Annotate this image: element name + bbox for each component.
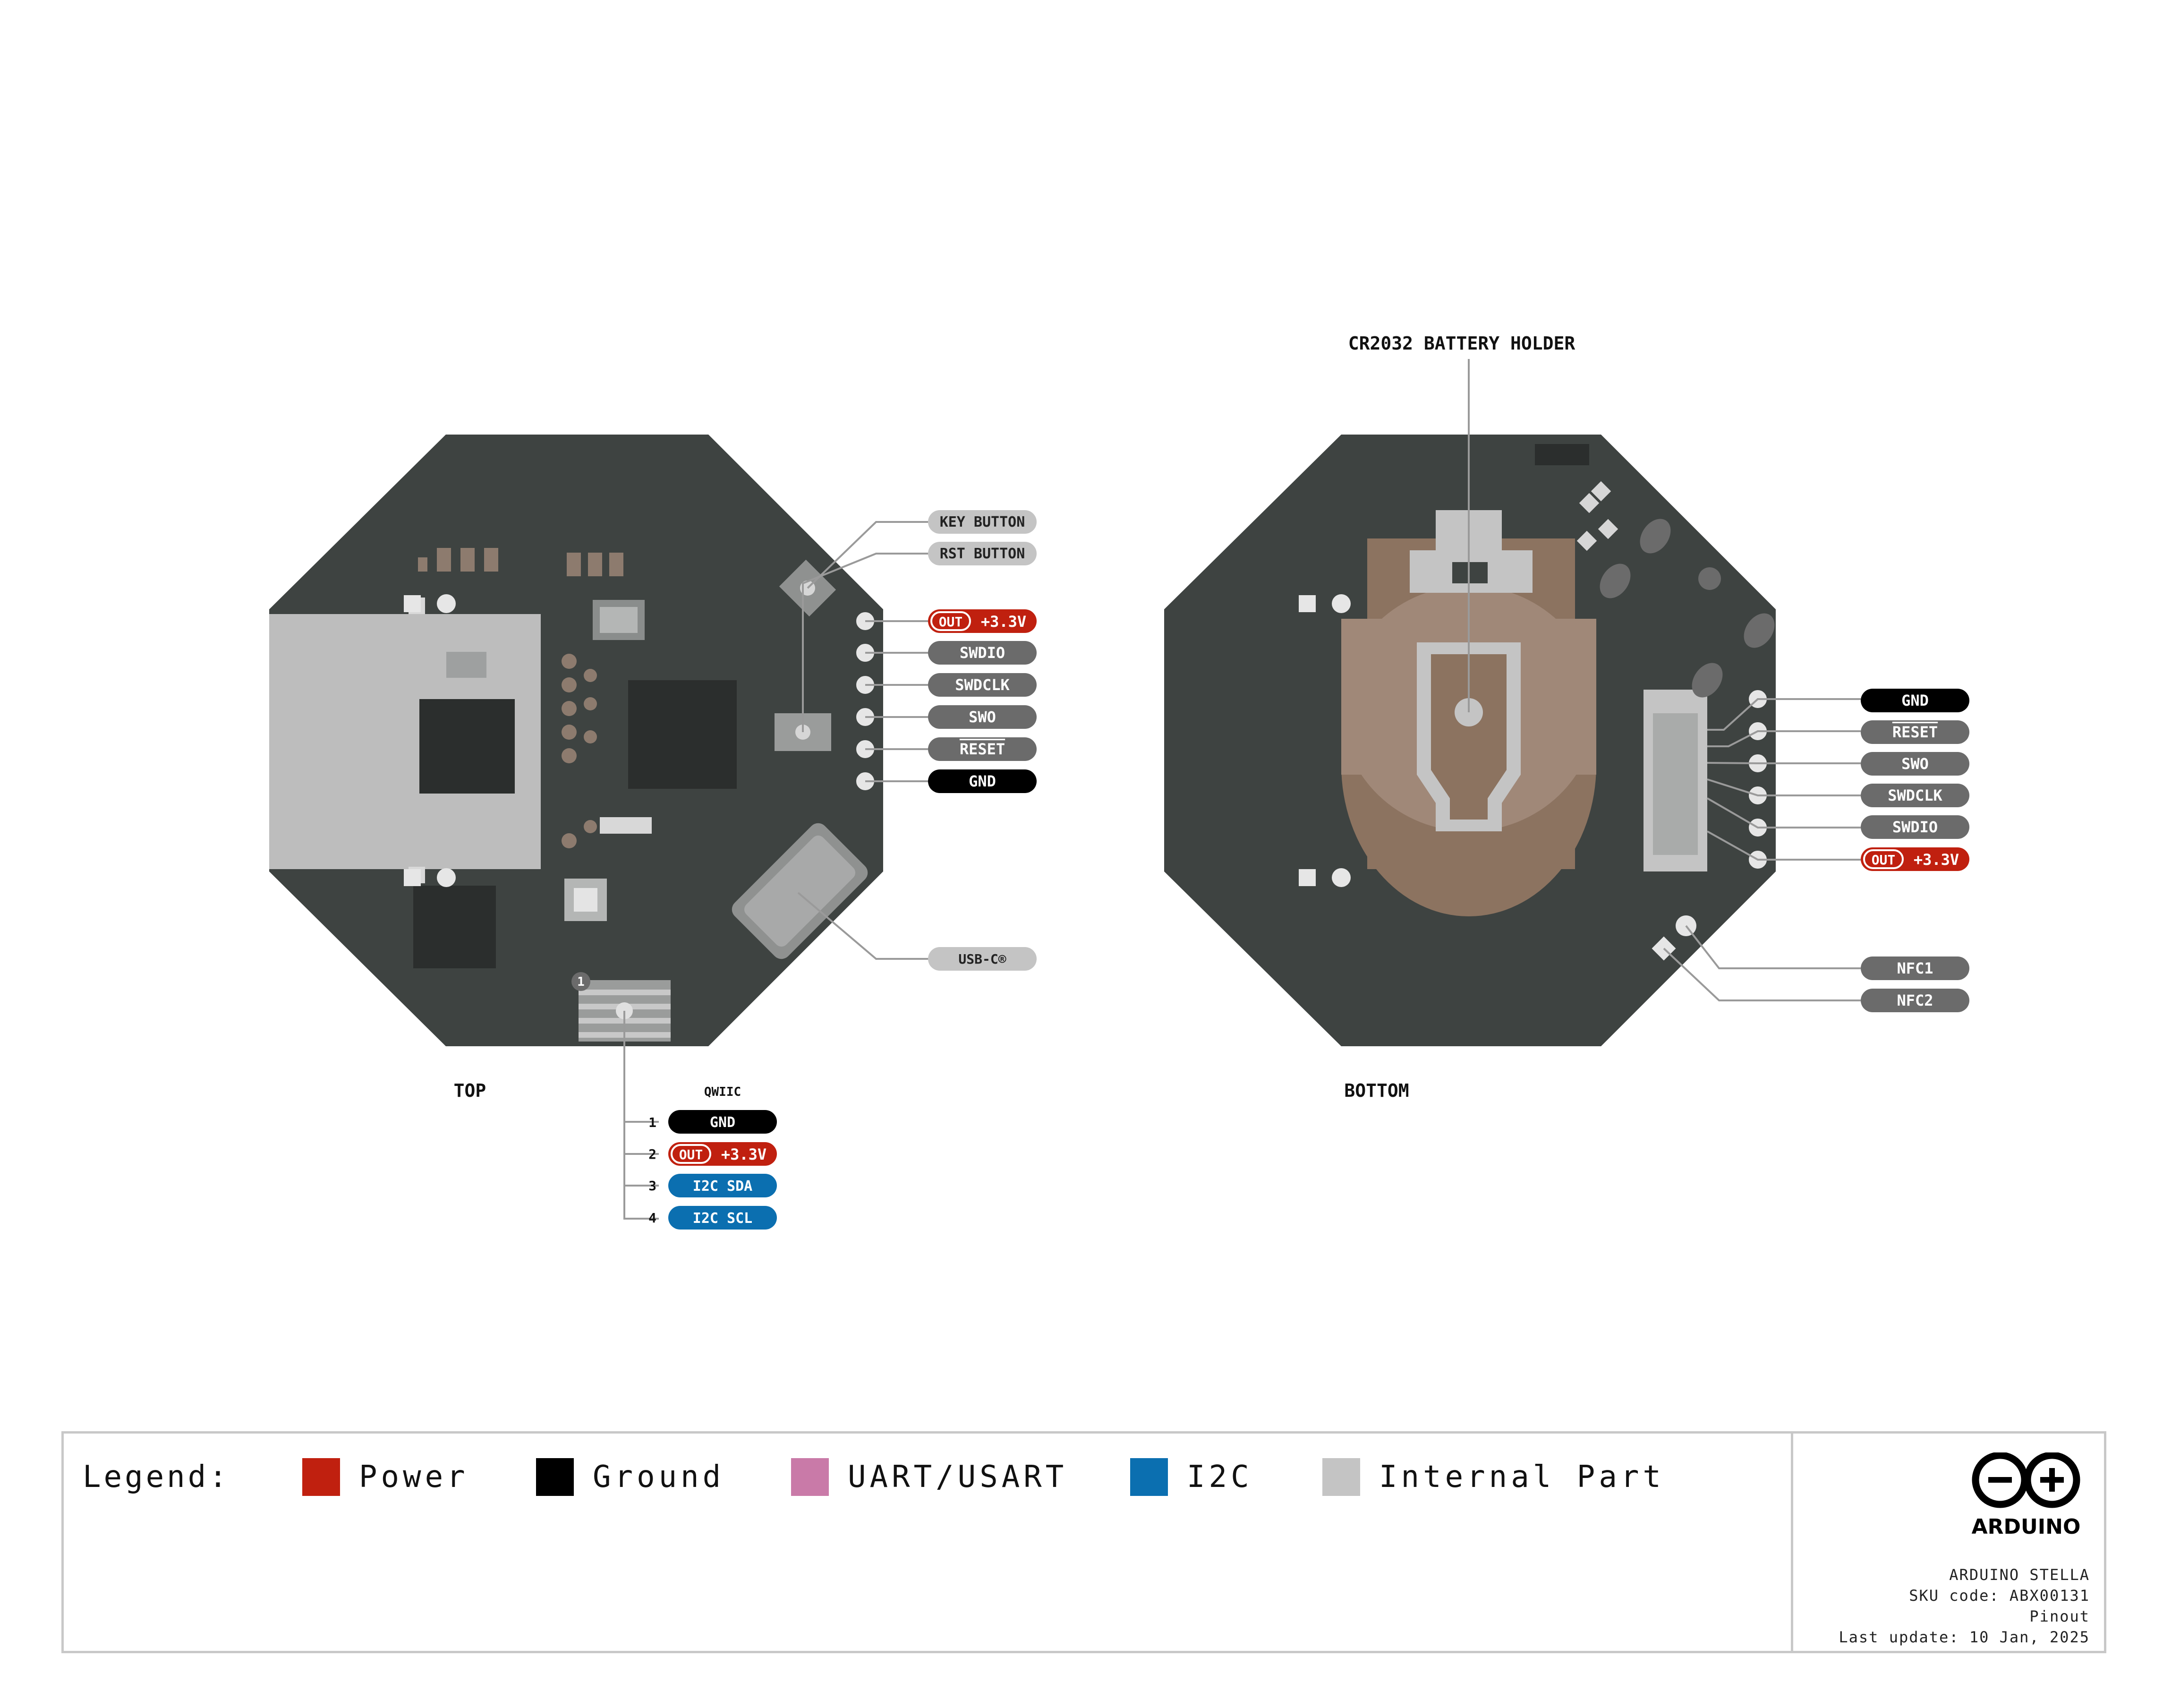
- svg-text:NFC1: NFC1: [1897, 959, 1933, 977]
- svg-text:SWDCLK: SWDCLK: [1888, 786, 1942, 804]
- bottom-pin-3v3: OUT +3.3V: [1861, 847, 1969, 871]
- svg-text:GND: GND: [969, 772, 996, 790]
- svg-text:2: 2: [648, 1146, 656, 1162]
- legend-title: Legend:: [83, 1460, 230, 1494]
- bottom-pin-swdio: SWDIO: [1861, 815, 1969, 839]
- svg-text:RESET: RESET: [960, 740, 1005, 758]
- legend-item-i2c: I2C: [1130, 1458, 1253, 1496]
- nfc2-label: NFC2: [1861, 989, 1969, 1012]
- svg-text:+3.3V: +3.3V: [981, 613, 1026, 631]
- usbc-label: USB-C®: [928, 947, 1037, 971]
- nfc1-label: NFC1: [1861, 956, 1969, 980]
- svg-text:SWDCLK: SWDCLK: [955, 676, 1010, 694]
- battery-holder: [1341, 510, 1596, 916]
- svg-text:GND: GND: [1901, 692, 1929, 709]
- svg-text:+3.3V: +3.3V: [721, 1145, 766, 1163]
- svg-text:RESET: RESET: [1892, 723, 1938, 741]
- svg-text:OUT: OUT: [1872, 852, 1896, 868]
- product-name: ARDUINO STELLA: [1949, 1566, 2090, 1584]
- svg-text:1: 1: [648, 1115, 656, 1130]
- svg-text:SWO: SWO: [969, 708, 996, 726]
- qwiic-pin1-marker: 1: [577, 975, 585, 989]
- svg-text:SWO: SWO: [1901, 755, 1929, 773]
- battery-holder-label: CR2032 BATTERY HOLDER: [1348, 333, 1575, 354]
- arduino-logo: ARDUINO: [1972, 1452, 2081, 1539]
- radio-module-chip: [419, 699, 515, 794]
- sku-code: SKU code: ABX00131: [1909, 1587, 2090, 1605]
- top-pin-swdio: SWDIO: [928, 641, 1037, 665]
- svg-text:USB-C®: USB-C®: [958, 951, 1006, 967]
- top-leader-lines: [623, 521, 928, 1220]
- bottom-pin-swo: SWO: [1861, 752, 1969, 776]
- rst-button-label: RST BUTTON: [928, 542, 1037, 565]
- legend-item-ground: Ground: [536, 1458, 724, 1496]
- legend-label-power: Power: [359, 1460, 469, 1494]
- top-pin-3v3: OUT +3.3V: [928, 609, 1037, 633]
- bottom-view-label: BOTTOM: [1344, 1080, 1409, 1101]
- legend-swatch-ground: [536, 1458, 574, 1496]
- svg-text:OUT: OUT: [939, 614, 963, 630]
- svg-text:4: 4: [648, 1210, 656, 1226]
- svg-text:OUT: OUT: [679, 1147, 703, 1162]
- key-button-label: KEY BUTTON: [928, 510, 1037, 534]
- top-view-label: TOP: [454, 1080, 486, 1101]
- svg-text:RST BUTTON: RST BUTTON: [940, 546, 1025, 562]
- svg-text:I2C SCL: I2C SCL: [693, 1210, 752, 1227]
- svg-text:NFC2: NFC2: [1897, 991, 1933, 1009]
- legend-label-ground: Ground: [593, 1460, 725, 1494]
- last-update: Last update: 10 Jan, 2025: [1839, 1628, 2090, 1646]
- legend-box: Legend: Power Ground UART/USART I2C Inte…: [61, 1431, 2106, 1653]
- bottom-pin-gnd: GND: [1861, 689, 1969, 712]
- bottom-pin-reset: RESET: [1861, 720, 1969, 744]
- legend-swatch-i2c: [1130, 1458, 1168, 1496]
- svg-text:3: 3: [648, 1178, 656, 1194]
- legend-swatch-uart: [791, 1458, 829, 1496]
- legend-label-i2c: I2C: [1187, 1460, 1253, 1494]
- legend-item-uart: UART/USART: [791, 1458, 1067, 1496]
- qwiic-pin-3: 3 I2C SDA: [648, 1174, 777, 1197]
- legend-swatch-internal: [1322, 1458, 1360, 1496]
- svg-text:SWDIO: SWDIO: [1892, 818, 1938, 836]
- legend-swatch-power: [302, 1458, 340, 1496]
- top-pin-swo: SWO: [928, 705, 1037, 729]
- doc-type: Pinout: [2029, 1607, 2090, 1625]
- top-pin-gnd: GND: [928, 769, 1037, 793]
- qwiic-pin-1: 1 GND: [648, 1110, 777, 1134]
- mcu-chip: [628, 680, 737, 789]
- svg-text:I2C SDA: I2C SDA: [693, 1178, 752, 1195]
- svg-text:KEY BUTTON: KEY BUTTON: [940, 514, 1025, 530]
- qwiic-pin-2: 2 OUT +3.3V: [648, 1142, 777, 1166]
- svg-text:GND: GND: [710, 1114, 735, 1131]
- legend-divider: [1791, 1434, 1793, 1651]
- usbc-connector: [732, 823, 868, 959]
- top-pin-swdclk: SWDCLK: [928, 673, 1037, 697]
- top-pin-reset: RESET: [928, 737, 1037, 761]
- legend-item-power: Power: [302, 1458, 469, 1496]
- flash-chip: [413, 886, 496, 968]
- bottom-pin-swdclk: SWDCLK: [1861, 784, 1969, 807]
- bottom-leader-lines: [1468, 359, 1861, 1001]
- brand-block: ARDUINO ARDUINO STELLA SKU code: ABX0013…: [1802, 1452, 2090, 1646]
- svg-text:SWDIO: SWDIO: [960, 644, 1005, 662]
- top-board: 1: [269, 435, 883, 1046]
- arduino-wordmark: ARDUINO: [1972, 1515, 2081, 1539]
- legend-item-internal: Internal Part: [1322, 1458, 1665, 1496]
- svg-text:+3.3V: +3.3V: [1914, 851, 1959, 869]
- qwiic-title: QWIIC: [704, 1085, 741, 1099]
- qwiic-pin-4: 4 I2C SCL: [648, 1206, 777, 1230]
- legend-label-internal: Internal Part: [1379, 1460, 1665, 1494]
- bottom-board: [1164, 435, 1776, 1046]
- legend-label-uart: UART/USART: [848, 1460, 1068, 1494]
